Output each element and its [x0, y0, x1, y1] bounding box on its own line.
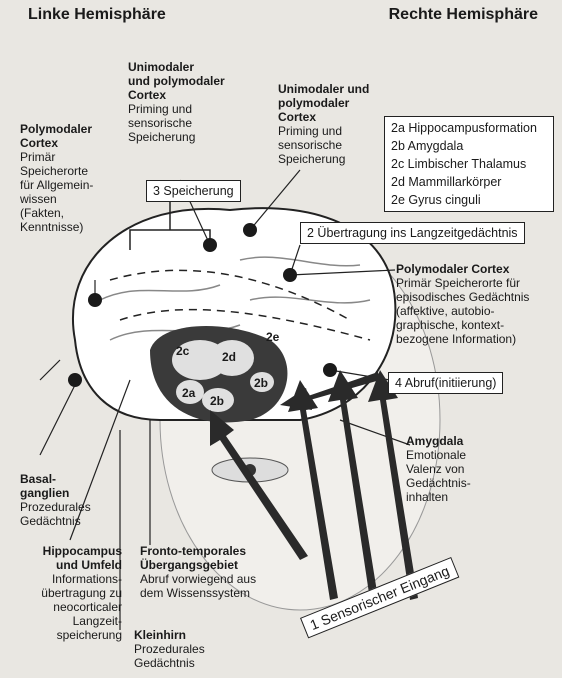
polymodal-right-body: Primär Speicherorte für episodisches Ged… — [396, 276, 529, 346]
hippocampus-body: Informations- übertragung zu neocortical… — [10, 572, 122, 642]
polymodal-left-label: Polymodaler Cortex Primär Speicherorte f… — [20, 122, 93, 234]
marker-2a: 2a — [182, 386, 195, 400]
abruf-box: 4 Abruf(initiierung) — [388, 372, 503, 394]
cerebellum-label: Kleinhirn Prozedurales Gedächtnis — [134, 628, 205, 670]
fronto-temporal-body: Abruf vorwiegend aus dem Wissenssystem — [140, 572, 256, 600]
polymodal-right-label: Polymodaler Cortex Primär Speicherorte f… — [396, 262, 529, 346]
marker-2c: 2c — [176, 344, 189, 358]
fronto-temporal-label: Fronto-temporales Übergangsgebiet Abruf … — [140, 544, 256, 600]
hippocampus-title: Hippocampus und Umfeld — [10, 544, 122, 572]
hippocampus-label: Hippocampus und Umfeld Informations- übe… — [10, 544, 122, 642]
amygdala-title: Amygdala — [406, 434, 471, 448]
legend-item-2a: 2a Hippocampusformation — [391, 119, 547, 137]
legend-item-2d: 2d Mammillarkörper — [391, 173, 547, 191]
speicherung-box: 3 Speicherung — [146, 180, 241, 202]
basal-ganglia-title: Basal- ganglien — [20, 472, 91, 500]
cerebellum-body: Prozedurales Gedächtnis — [134, 642, 205, 670]
uebertragung-box: 2 Übertragung ins Langzeitgedächtnis — [300, 222, 525, 244]
unimodal-right-title: Unimodaler und polymodaler Cortex — [278, 82, 369, 124]
polymodal-right-title: Polymodaler Cortex — [396, 262, 529, 276]
polymodal-left-body: Primär Speicherorte für Allgemein- wisse… — [20, 150, 93, 234]
cerebellum-title: Kleinhirn — [134, 628, 205, 642]
unimodal-left-body: Priming und sensorische Speicherung — [128, 102, 225, 144]
polymodal-left-title: Polymodaler Cortex — [20, 122, 93, 150]
amygdala-label: Amygdala Emotionale Valenz von Gedächtni… — [406, 434, 471, 504]
legend-box: 2a Hippocampusformation 2b Amygdala 2c L… — [384, 116, 554, 212]
fronto-temporal-title: Fronto-temporales Übergangsgebiet — [140, 544, 256, 572]
marker-2d: 2d — [222, 350, 236, 364]
marker-2b: 2b — [210, 394, 224, 408]
marker-2e: 2e — [266, 330, 279, 344]
marker-2b-right: 2b — [254, 376, 268, 390]
unimodal-left-title: Unimodaler und polymodaler Cortex — [128, 60, 225, 102]
legend-item-2c: 2c Limbischer Thalamus — [391, 155, 547, 173]
unimodal-right-body: Priming und sensorische Speicherung — [278, 124, 369, 166]
legend-item-2e: 2e Gyrus cinguli — [391, 191, 547, 209]
unimodal-right-label: Unimodaler und polymodaler Cortex Primin… — [278, 82, 369, 166]
legend-item-2b: 2b Amygdala — [391, 137, 547, 155]
basal-ganglia-body: Prozedurales Gedächtnis — [20, 500, 91, 528]
unimodal-left-label: Unimodaler und polymodaler Cortex Primin… — [128, 60, 225, 144]
amygdala-body: Emotionale Valenz von Gedächtnis- inhalt… — [406, 448, 471, 504]
basal-ganglia-label: Basal- ganglien Prozedurales Gedächtnis — [20, 472, 91, 528]
